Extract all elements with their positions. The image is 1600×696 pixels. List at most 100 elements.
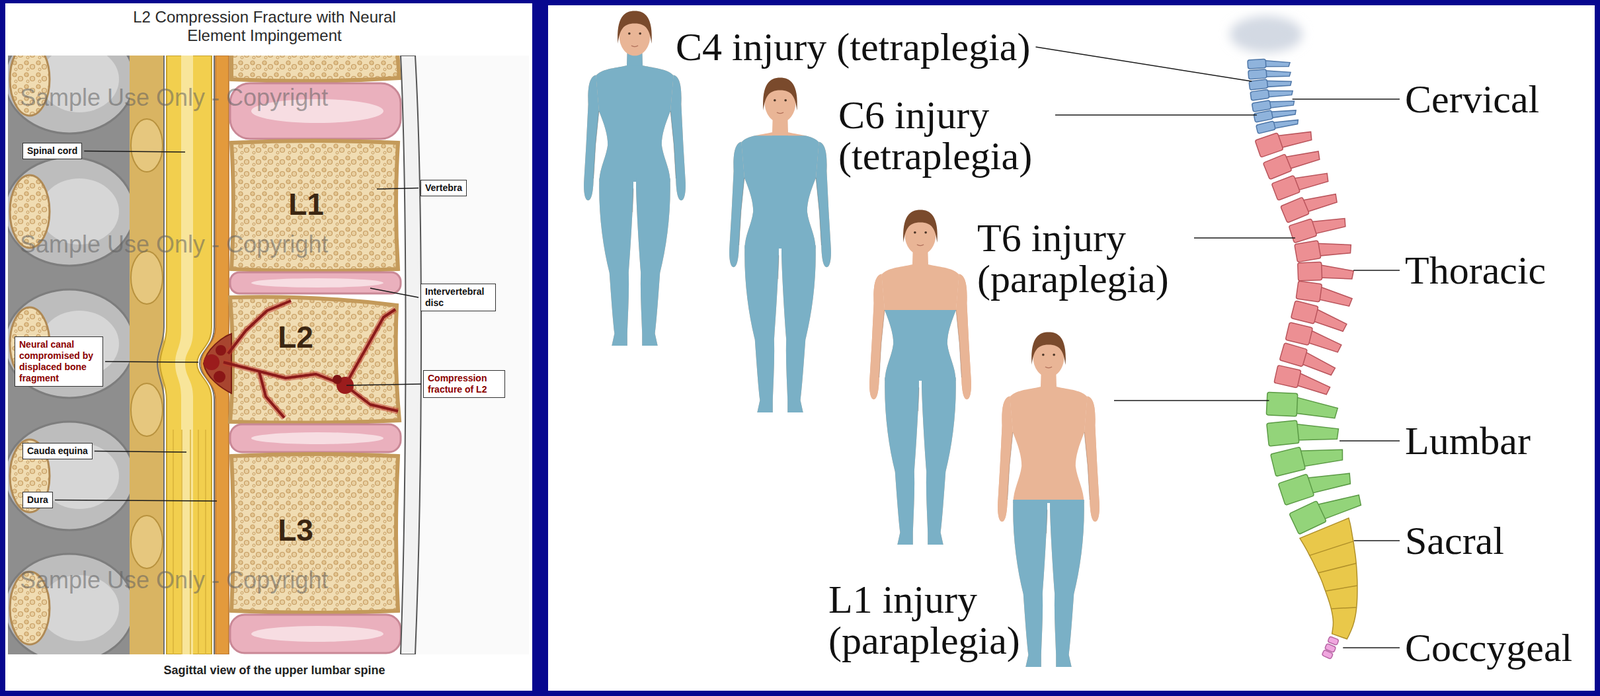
- body-skin: [881, 264, 959, 381]
- vertebra: [1321, 649, 1333, 660]
- vertebra: [1315, 237, 1353, 259]
- region-label: Coccygeal: [1404, 627, 1573, 669]
- label-text: Compression fracture of L2: [427, 372, 501, 396]
- body-skin: [744, 245, 779, 413]
- ligamentum-flavum: [129, 55, 164, 655]
- region-label: Thoracic: [1404, 249, 1546, 291]
- vertebral-bodies: [251, 432, 384, 445]
- injury-label: C6 injury (tetraplegia): [838, 94, 1050, 177]
- vertebra: [1248, 67, 1292, 80]
- vertebra: [1266, 392, 1339, 419]
- fracture: [213, 370, 226, 383]
- paralysis-area: [921, 377, 957, 545]
- posterior-elements: [7, 289, 135, 399]
- eye: [628, 32, 631, 36]
- hair: [617, 11, 652, 44]
- sacrum: [1330, 607, 1357, 609]
- body-skin: [636, 178, 671, 346]
- region-label: Sacral: [1404, 520, 1505, 562]
- paralysis-area: [1009, 499, 1087, 668]
- vertebra: [1297, 261, 1355, 281]
- body-skin: [595, 65, 674, 182]
- leader-line: [1353, 269, 1400, 272]
- fracture: [203, 300, 399, 418]
- paralysis-area: [595, 65, 674, 182]
- vertebra: [1271, 175, 1300, 201]
- label-text: Cauda equina: [27, 445, 88, 457]
- paralysis-area: [636, 178, 671, 346]
- paralysis-area: [583, 52, 686, 346]
- mouth: [1045, 366, 1052, 369]
- vertebra: [1272, 116, 1300, 130]
- vertebra: [1288, 208, 1347, 244]
- vertebra: [1270, 446, 1306, 477]
- vertebra: [1266, 416, 1340, 447]
- vertebra: [1270, 437, 1345, 477]
- eye: [1052, 353, 1056, 357]
- leader-line: [1292, 98, 1400, 100]
- vertebral-bodies: [251, 626, 384, 642]
- vertebra: [1297, 261, 1323, 281]
- label-text: Intervertebral disc: [425, 286, 492, 309]
- body-contour: [593, 111, 676, 213]
- vertebra: [1251, 96, 1295, 112]
- skull-base: [1229, 15, 1303, 53]
- body-skin: [869, 247, 972, 545]
- vertebral-bodies: [230, 424, 401, 453]
- body-skin: [583, 48, 686, 346]
- label-text: Spinal cord: [27, 145, 78, 157]
- vertebral-bodies: [251, 278, 384, 288]
- injury-label: T6 injury (paraplegia): [977, 217, 1189, 300]
- paralysis-area: [881, 310, 959, 545]
- dura-line: [157, 55, 164, 655]
- label-box: Dura: [22, 491, 53, 509]
- eye: [773, 99, 777, 102]
- watermark: Sample Use Only - Copyright: [19, 567, 328, 594]
- ligamentum-flavum: [129, 55, 164, 655]
- label-text: Vertebra: [425, 182, 463, 194]
- body-figure: [997, 332, 1100, 668]
- diagram-caption: Sagittal view of the upper lumbar spine: [76, 663, 473, 678]
- mouth: [776, 112, 784, 114]
- body-skin: [1049, 499, 1085, 668]
- vertebra: [1251, 100, 1271, 112]
- leader-line: [94, 451, 187, 453]
- leader-line: [1339, 440, 1400, 442]
- fracture: [332, 374, 342, 385]
- vertebra: [1266, 87, 1294, 99]
- label-text: Dura: [27, 494, 49, 506]
- label-box: Vertebra: [420, 179, 467, 197]
- vertebra: [1288, 218, 1318, 244]
- vertebra: [1274, 364, 1333, 395]
- sacrum: [1325, 585, 1358, 592]
- sacrum: [1309, 541, 1354, 556]
- body-contour: [739, 177, 822, 280]
- vertebra: [1290, 300, 1319, 324]
- leader-line: [1035, 46, 1252, 82]
- vertebra: [1264, 78, 1292, 89]
- vertebra: [1294, 235, 1353, 263]
- vertebra: [1319, 263, 1355, 281]
- paralysis-area: [599, 178, 634, 346]
- vertebral-bodies: [230, 272, 401, 294]
- injury-label: L1 injury (paraplegia): [828, 579, 1040, 662]
- vertebra: [1321, 649, 1333, 660]
- eye: [784, 99, 787, 102]
- label-text: Neural canal compromised by displaced bo…: [19, 339, 99, 385]
- vertebral-bodies: [230, 614, 401, 654]
- paralysis-area: [881, 310, 959, 381]
- leader-line: [1055, 114, 1257, 116]
- ligamentum-flavum: [130, 251, 163, 305]
- paralysis-area: [884, 377, 920, 545]
- fracture: [223, 300, 399, 418]
- leader-line: [346, 384, 422, 386]
- body-skin: [1009, 386, 1087, 504]
- label-box: Neural canal compromised by displaced bo…: [14, 336, 104, 387]
- leader-line: [1354, 540, 1400, 542]
- vertebra: [1289, 483, 1364, 535]
- left-panel: [5, 3, 533, 691]
- leader-line: [83, 151, 186, 153]
- ligamentum-flavum: [130, 383, 163, 437]
